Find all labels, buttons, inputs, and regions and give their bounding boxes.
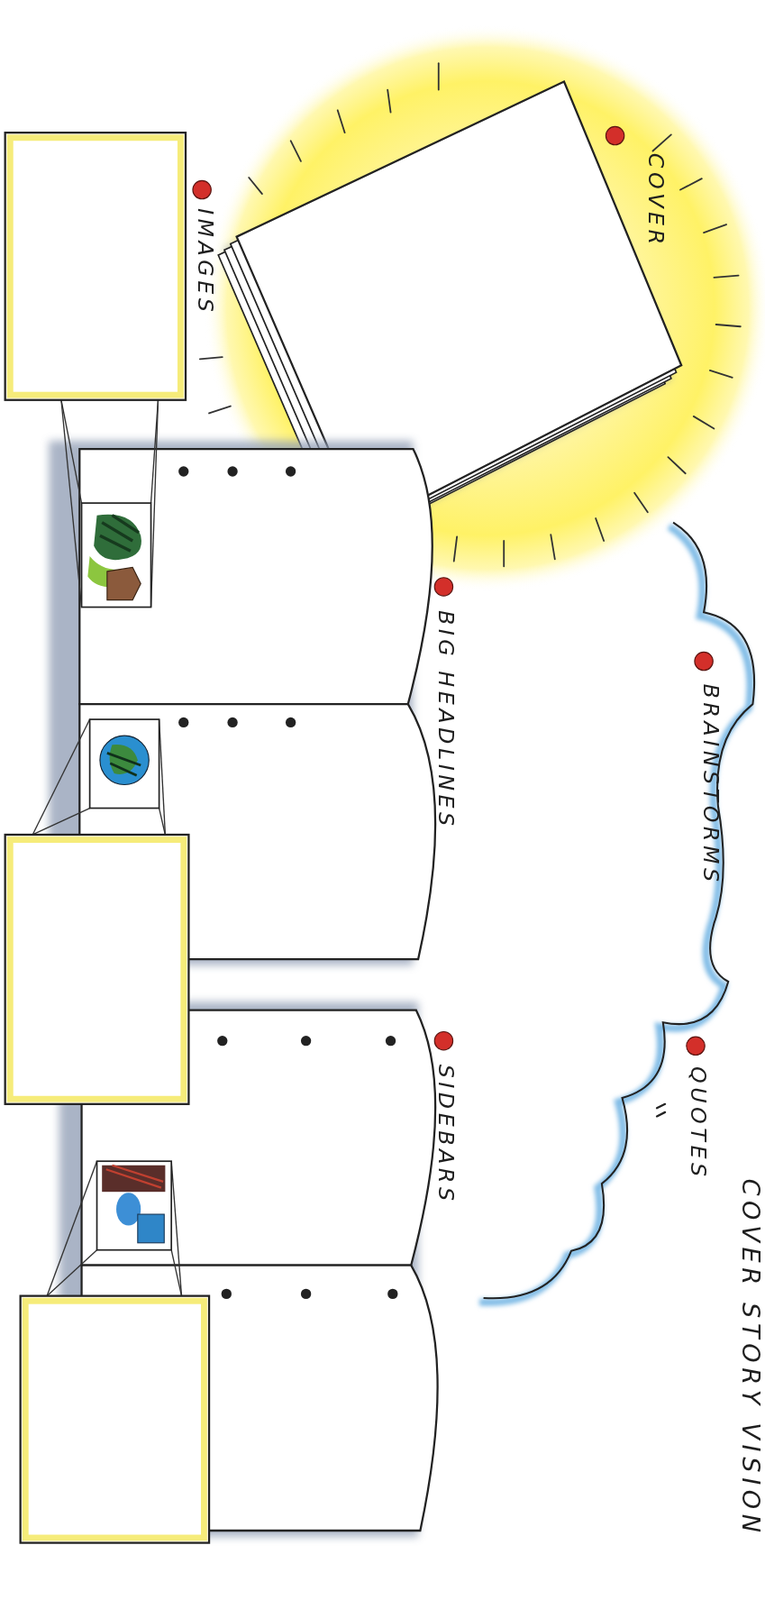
image-frame — [5, 834, 190, 1104]
brainstorm-cloud — [483, 522, 756, 1299]
part-label: QUOTES — [685, 1065, 712, 1181]
part-label: BRAINSTORMS — [697, 683, 724, 885]
brainstorm-cloud — [479, 522, 755, 1303]
projection-lines — [32, 808, 90, 835]
glow-rays — [454, 536, 457, 561]
glow-rays — [291, 140, 301, 162]
quote-mark — [656, 1103, 665, 1109]
thumbnail-image — [106, 1165, 164, 1188]
glow-rays — [387, 90, 391, 113]
glow-rays — [667, 456, 685, 474]
page-dots — [178, 717, 189, 728]
part-label: COVER — [642, 153, 669, 249]
thumbnail-image — [81, 502, 152, 607]
glow-rays — [502, 540, 505, 566]
glow-rays — [713, 275, 738, 278]
thumbnail-image — [90, 719, 160, 808]
page-dots — [385, 1035, 396, 1046]
label-bullet — [434, 577, 453, 596]
glow-rays — [550, 534, 556, 559]
thumbnail-image — [107, 566, 141, 600]
label-bullet — [434, 1030, 453, 1049]
thumbnail-image — [81, 502, 152, 607]
page-dots — [300, 1035, 311, 1046]
projection-lines — [32, 719, 90, 835]
label-bullet — [605, 126, 624, 145]
label-bullet — [686, 1036, 705, 1055]
glow-rays — [710, 370, 733, 378]
glow-rays — [248, 177, 263, 194]
thumbnail-image — [97, 1160, 173, 1249]
page-dots — [227, 717, 237, 728]
page-dots — [387, 1288, 398, 1299]
image-frame — [9, 839, 183, 1100]
part-label: BIG HEADLINES — [432, 610, 459, 830]
glow-rays — [716, 324, 741, 327]
glow-rays — [209, 406, 231, 414]
thumbnail-image — [101, 1165, 165, 1192]
label-bullet — [192, 126, 713, 1055]
page-dots — [221, 1288, 232, 1299]
glow-rays — [652, 134, 671, 151]
projection-lines — [171, 1160, 182, 1295]
part-label: IMAGES — [191, 208, 219, 316]
page-dots — [178, 465, 189, 476]
page-dots — [217, 1035, 228, 1046]
label-bullet — [694, 651, 713, 670]
thumbnail-image — [100, 515, 139, 552]
glow-rays — [337, 109, 346, 133]
thumbnail-image — [116, 1192, 141, 1225]
quote-mark — [656, 1111, 665, 1117]
page-dots — [227, 465, 237, 476]
page-dots — [285, 465, 296, 476]
image-frame — [5, 132, 186, 401]
image-frame — [9, 137, 181, 395]
glow-rays — [200, 356, 223, 359]
page-dots — [178, 465, 398, 1299]
thumbnail-image — [93, 514, 142, 560]
thumbnail-image — [100, 735, 149, 784]
thumbnail-image — [137, 1213, 164, 1243]
magazine-spread — [79, 448, 432, 704]
page-dots — [300, 1288, 311, 1299]
projection-lines — [61, 400, 82, 503]
image-frame — [20, 1295, 210, 1543]
brainstorm-cloud — [479, 526, 751, 1303]
image-frame — [5, 834, 190, 1104]
page-dots — [285, 717, 296, 728]
quote-mark — [656, 1103, 665, 1117]
projection-lines — [61, 400, 82, 608]
image-frame — [5, 132, 186, 401]
thumbnail-image — [90, 719, 160, 808]
glow-rays — [703, 224, 727, 233]
glow-rays — [634, 492, 648, 513]
thumbnail-image — [107, 752, 141, 775]
glow-rays — [437, 63, 440, 90]
projection-lines — [46, 1160, 97, 1295]
projection-lines — [159, 719, 166, 835]
projection-lines — [151, 400, 159, 608]
image-frame — [20, 1295, 210, 1543]
image-frame — [25, 1300, 204, 1538]
glow-rays — [693, 416, 715, 429]
projection-lines — [46, 1249, 97, 1296]
label-bullet — [192, 180, 211, 199]
part-label: SIDEBARS — [432, 1064, 459, 1205]
glow-rays — [595, 518, 604, 541]
diagram-title: COVER STORY VISION — [736, 1177, 765, 1537]
thumbnail-image — [97, 1160, 173, 1249]
glow-rays — [680, 178, 702, 190]
